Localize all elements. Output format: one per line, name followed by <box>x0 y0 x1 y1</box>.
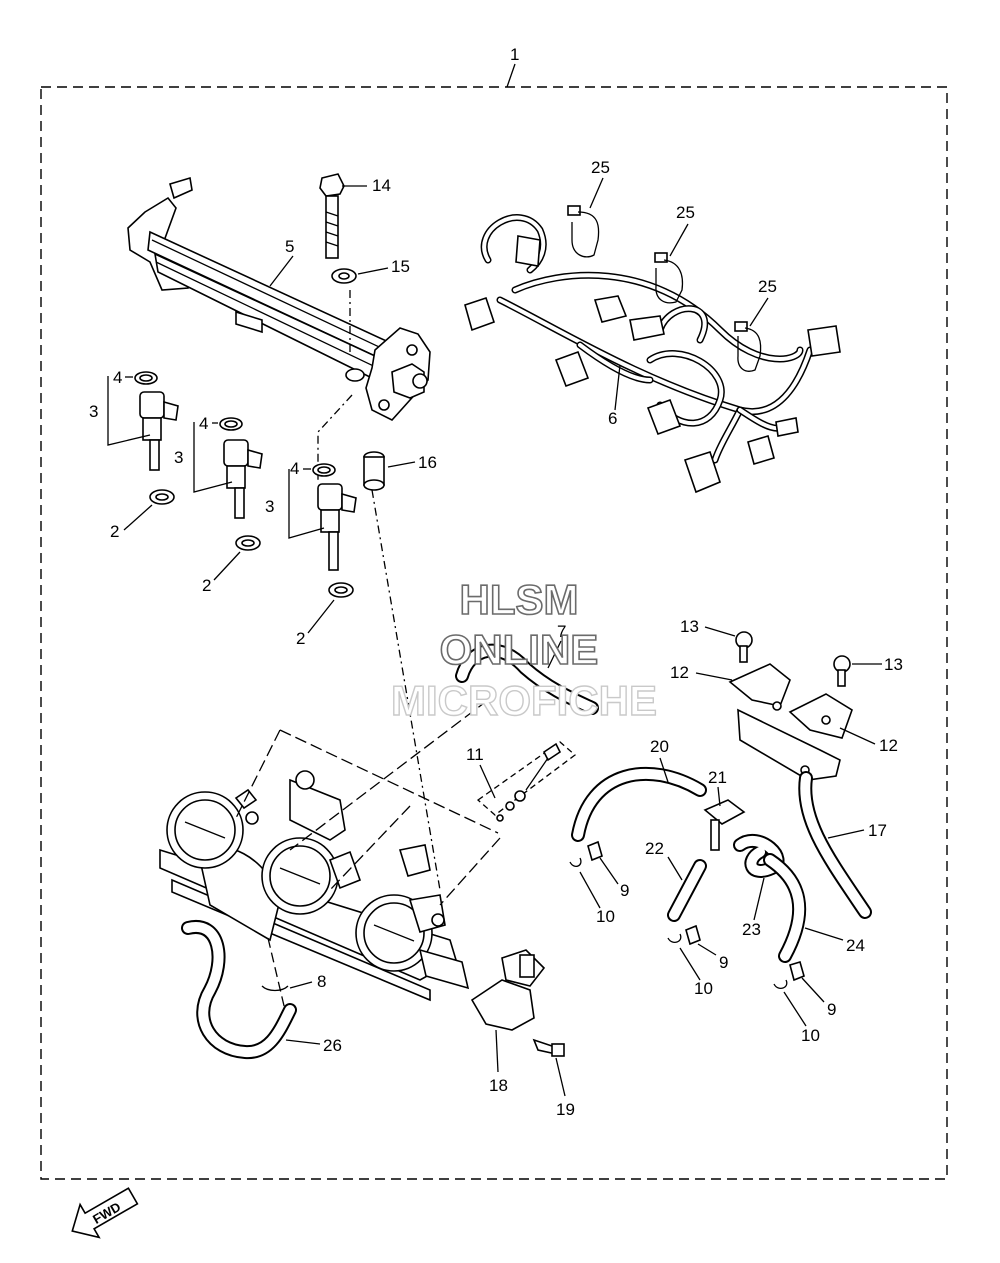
callout-4b: 4 <box>199 414 208 433</box>
callout-3a: 3 <box>89 402 98 421</box>
clip-10c <box>773 979 788 990</box>
leader-16 <box>387 461 416 468</box>
injector-a <box>134 371 179 505</box>
callout-26: 26 <box>323 1036 342 1055</box>
bracket-3b <box>193 422 233 493</box>
callout-16: 16 <box>418 453 437 472</box>
wire-harness <box>464 214 841 494</box>
collar-16 <box>363 451 385 491</box>
cap-9a <box>587 840 603 862</box>
cap-9c <box>789 961 805 982</box>
sensor-18 <box>470 949 546 1031</box>
guide-line <box>371 489 441 891</box>
clamp-25c <box>734 321 762 372</box>
callout-20: 20 <box>650 737 669 756</box>
callout-25c: 25 <box>758 277 777 296</box>
bolt-19 <box>532 1038 565 1057</box>
hose-22 <box>667 859 707 922</box>
fuel-rail <box>127 176 431 421</box>
clip-10a <box>569 857 582 867</box>
clamp-25a <box>567 205 600 258</box>
callout-3c: 3 <box>265 497 274 516</box>
callout-22: 22 <box>645 839 664 858</box>
callout-19: 19 <box>556 1100 575 1119</box>
injector-b <box>219 417 263 551</box>
cap-9b <box>685 924 701 946</box>
callout-5: 5 <box>285 237 294 256</box>
callout-7: 7 <box>557 622 566 641</box>
callout-10b: 10 <box>694 979 713 998</box>
callout-2c: 2 <box>296 629 305 648</box>
watermark-line1: HLSM <box>460 576 579 623</box>
callout-1: 1 <box>510 45 519 64</box>
bolt-13a <box>735 631 753 663</box>
clip-8 <box>261 985 289 992</box>
hose-26 <box>181 920 297 1060</box>
leader-7 <box>547 640 562 669</box>
hose-20 <box>571 766 707 842</box>
watermark-line2: ONLINE <box>440 626 599 673</box>
hose-24 <box>763 853 807 963</box>
clamp-25b <box>654 252 684 304</box>
callout-13a: 13 <box>680 617 699 636</box>
leader-6 <box>614 364 621 411</box>
leader-5 <box>269 255 294 287</box>
callout-12b: 12 <box>879 736 898 755</box>
hose-7 <box>455 643 599 715</box>
bracket-3c <box>288 469 325 539</box>
leader-1 <box>506 63 516 88</box>
callout-9c: 9 <box>827 1000 836 1019</box>
callout-11: 11 <box>466 745 484 764</box>
callout-25a: 25 <box>591 158 610 177</box>
callout-2a: 2 <box>110 522 119 541</box>
bracket-3a <box>107 376 151 446</box>
callout-17: 17 <box>868 821 887 840</box>
callout-13b: 13 <box>884 655 903 674</box>
throttle-body <box>159 770 470 1002</box>
callout-4c: 4 <box>290 459 299 478</box>
callout-10c: 10 <box>801 1026 820 1045</box>
callout-6: 6 <box>608 409 617 428</box>
callout-2b: 2 <box>202 576 211 595</box>
stay-12 <box>728 663 853 781</box>
callout-10a: 10 <box>596 907 615 926</box>
guide-line <box>279 729 499 834</box>
callout-9b: 9 <box>719 953 728 972</box>
callout-18: 18 <box>489 1076 508 1095</box>
bolt-13b <box>833 655 851 687</box>
callout-8: 8 <box>317 972 326 991</box>
hose-17 <box>798 771 872 919</box>
clip-10b <box>667 933 682 944</box>
fwd-arrow-icon: FWD <box>71 1187 139 1239</box>
callout-12a: 12 <box>670 663 689 682</box>
bolt-14 <box>319 173 345 259</box>
callout-24: 24 <box>846 936 865 955</box>
callout-15: 15 <box>391 257 410 276</box>
watermark-line3: MICROFICHE <box>391 677 657 724</box>
callout-25b: 25 <box>676 203 695 222</box>
callout-14: 14 <box>372 176 391 195</box>
callout-23: 23 <box>742 920 761 939</box>
assembly-boundary <box>40 86 948 1180</box>
callout-9a: 9 <box>620 881 629 900</box>
callout-21: 21 <box>708 768 727 787</box>
leader-15 <box>357 267 389 275</box>
screw-kit-11 <box>476 741 577 822</box>
leader-11 <box>479 764 496 799</box>
injector-c <box>312 463 357 598</box>
callout-3b: 3 <box>174 448 183 467</box>
callout-4a: 4 <box>113 368 122 387</box>
